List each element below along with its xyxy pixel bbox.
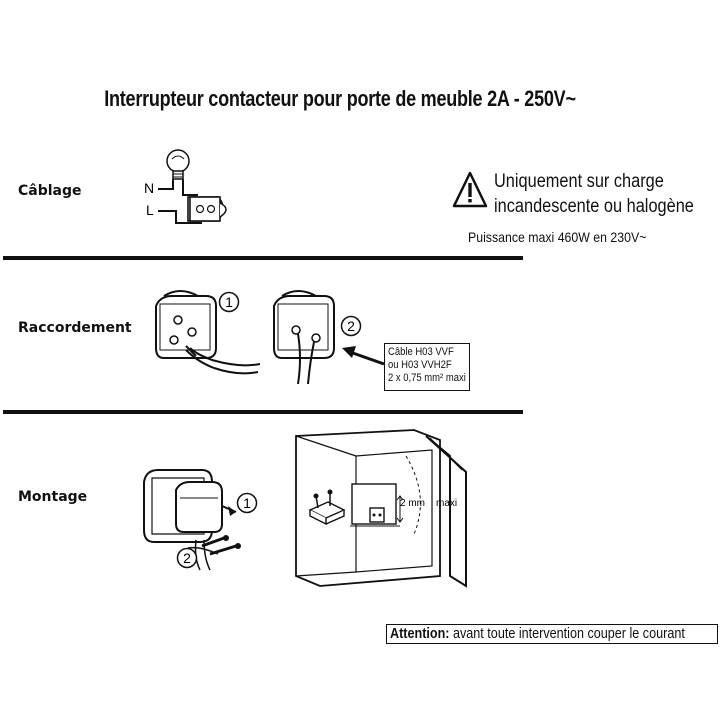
- attention-text: avant toute intervention couper le coura…: [449, 625, 685, 642]
- step-1-number-icon: 1: [218, 291, 240, 313]
- section-label-raccordement: Raccordement: [18, 320, 132, 336]
- max-power-text: Puissance maxi 460W en 230V~: [468, 229, 647, 245]
- cable-spec-line-3: 2 x 0,75 mm² maxi: [388, 372, 466, 384]
- switch-icon: [187, 196, 227, 222]
- step-2-number-icon: 2: [340, 315, 362, 337]
- section-label-montage: Montage: [18, 489, 88, 505]
- connection-step-2-illustration: [273, 290, 335, 385]
- warning-triangle-icon: [452, 171, 488, 208]
- section-label-cablage: Câblage: [18, 183, 82, 199]
- attention-label: Attention:: [390, 625, 450, 642]
- mounting-assembly-illustration: [143, 469, 241, 571]
- connection-step-1-illustration: [155, 290, 261, 375]
- cable-spec-line-1: Câble H03 VVF: [388, 346, 454, 358]
- cable-spec-line-2: ou H03 VVH2F: [388, 359, 452, 371]
- svg-text:2: 2: [347, 318, 355, 334]
- neutral-label: N: [144, 180, 154, 196]
- warning-line-1: Uniquement sur charge: [494, 171, 664, 192]
- page-title: Interrupteur contacteur pour porte de me…: [104, 86, 576, 111]
- door-gap-value: 2 mm: [400, 498, 425, 509]
- svg-text:2: 2: [183, 550, 191, 566]
- cabinet-door-illustration: 2 mm maxi: [295, 429, 467, 588]
- arrow-left-icon: [342, 346, 385, 366]
- svg-text:1: 1: [225, 294, 233, 310]
- door-gap-unit: maxi: [436, 498, 457, 509]
- section-divider: [3, 256, 523, 260]
- section-divider: [3, 410, 523, 414]
- mount-step-2-number-icon: 2: [176, 547, 198, 569]
- bulb-icon: [166, 149, 190, 180]
- attention-notice: Attention: avant toute intervention coup…: [386, 624, 718, 644]
- line-label: L: [146, 202, 154, 218]
- wiring-diagram: N L: [144, 149, 227, 224]
- mount-step-1-number-icon: 1: [236, 492, 258, 514]
- cable-spec-box: Câble H03 VVF ou H03 VVH2F 2 x 0,75 mm² …: [384, 343, 470, 391]
- warning-line-2: incandescente ou halogène: [494, 196, 694, 217]
- svg-text:1: 1: [243, 495, 251, 511]
